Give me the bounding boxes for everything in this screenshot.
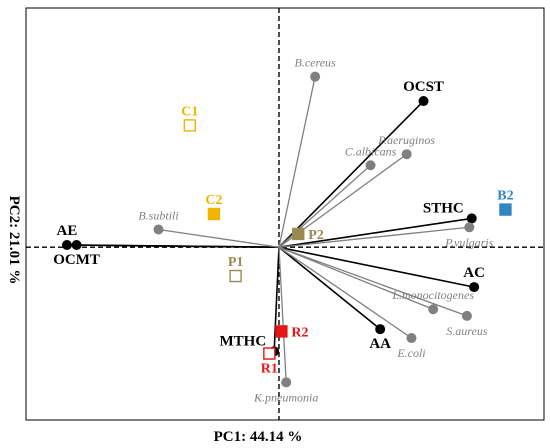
label-k-pneumonia: K.pneumonia: [253, 390, 318, 404]
point-labels: OCST STHC AC AA MTHC AE OCMT B.cereusP.aerugino…: [53, 56, 513, 405]
sample-p1: [229, 269, 242, 283]
label-b-cereus: B.cereus: [295, 56, 337, 70]
point-l-monocitogenes: [428, 304, 439, 315]
vector-k-pneumonia: [278, 247, 287, 383]
label-ocst: OCST: [403, 79, 444, 95]
label-sthc: STHC: [423, 200, 464, 216]
vector-e-coli: [278, 246, 412, 339]
point-b-cereus: [310, 71, 321, 82]
label-p-aeruginos: P.aeruginos: [377, 133, 435, 147]
vector-mthc: [273, 247, 280, 352]
point-sthc: [466, 213, 477, 224]
vector-sthc: [278, 217, 472, 249]
label-p-vulgaris: P.vulgaris: [444, 235, 493, 249]
sample-p2: [292, 227, 305, 241]
label-r2: R2: [291, 325, 308, 340]
point-ae: [61, 240, 72, 251]
label-c-albicans: C.albicans: [345, 144, 397, 158]
point-b-subtili: [153, 224, 164, 235]
label-r1: R1: [261, 362, 278, 377]
label-p1: P1: [228, 255, 244, 270]
point-p-aeruginos: [401, 149, 412, 160]
plot-frame: [25, 7, 545, 421]
vector-b-subtili: [158, 228, 280, 248]
label-b-subtili: B.subtili: [138, 209, 178, 223]
label-ac: AC: [463, 265, 485, 281]
label-aa: AA: [369, 336, 391, 352]
sample-r2: [275, 325, 288, 338]
label-e-coli: E.coli: [396, 346, 425, 360]
vector-ocst: [278, 100, 425, 248]
label-s-aureus: S.aureus: [446, 324, 488, 338]
label-c2: C2: [205, 193, 222, 208]
sample-r1: [263, 347, 276, 360]
point-ocmt: [71, 240, 82, 251]
point-e-coli: [406, 333, 417, 344]
point-p-vulgaris: [464, 222, 475, 233]
y-axis-title: PC2: 21.01 %: [6, 196, 22, 285]
sample-c2: [207, 207, 221, 221]
vector-b-cereus: [278, 76, 316, 248]
data-markers: [61, 71, 512, 388]
vector-aa: [278, 246, 381, 330]
x-axis-title: PC1: 44.14 %: [214, 429, 303, 445]
sample-c1: [183, 119, 197, 132]
point-k-pneumonia: [281, 377, 292, 388]
point-ac: [469, 282, 480, 293]
label-c1: C1: [181, 104, 198, 119]
vector-l-monocitogenes: [278, 246, 434, 310]
point-aa: [375, 324, 386, 335]
sample-b2: [499, 203, 512, 216]
label-ocmt: OCMT: [53, 252, 100, 268]
vector-ocmt: [76, 244, 279, 249]
vector-p-vulgaris: [278, 226, 470, 248]
label-l-monocitogenes: L.monocitogenes: [391, 288, 474, 302]
vector-ac: [278, 246, 475, 288]
point-c-albicans: [365, 160, 376, 171]
point-s-aureus: [461, 310, 472, 321]
label-mthc: MTHC: [219, 333, 266, 349]
label-b2: B2: [497, 189, 513, 204]
vector-s-aureus: [278, 246, 468, 317]
label-ae: AE: [57, 223, 78, 239]
label-p2: P2: [308, 228, 324, 243]
point-ocst: [418, 96, 429, 107]
